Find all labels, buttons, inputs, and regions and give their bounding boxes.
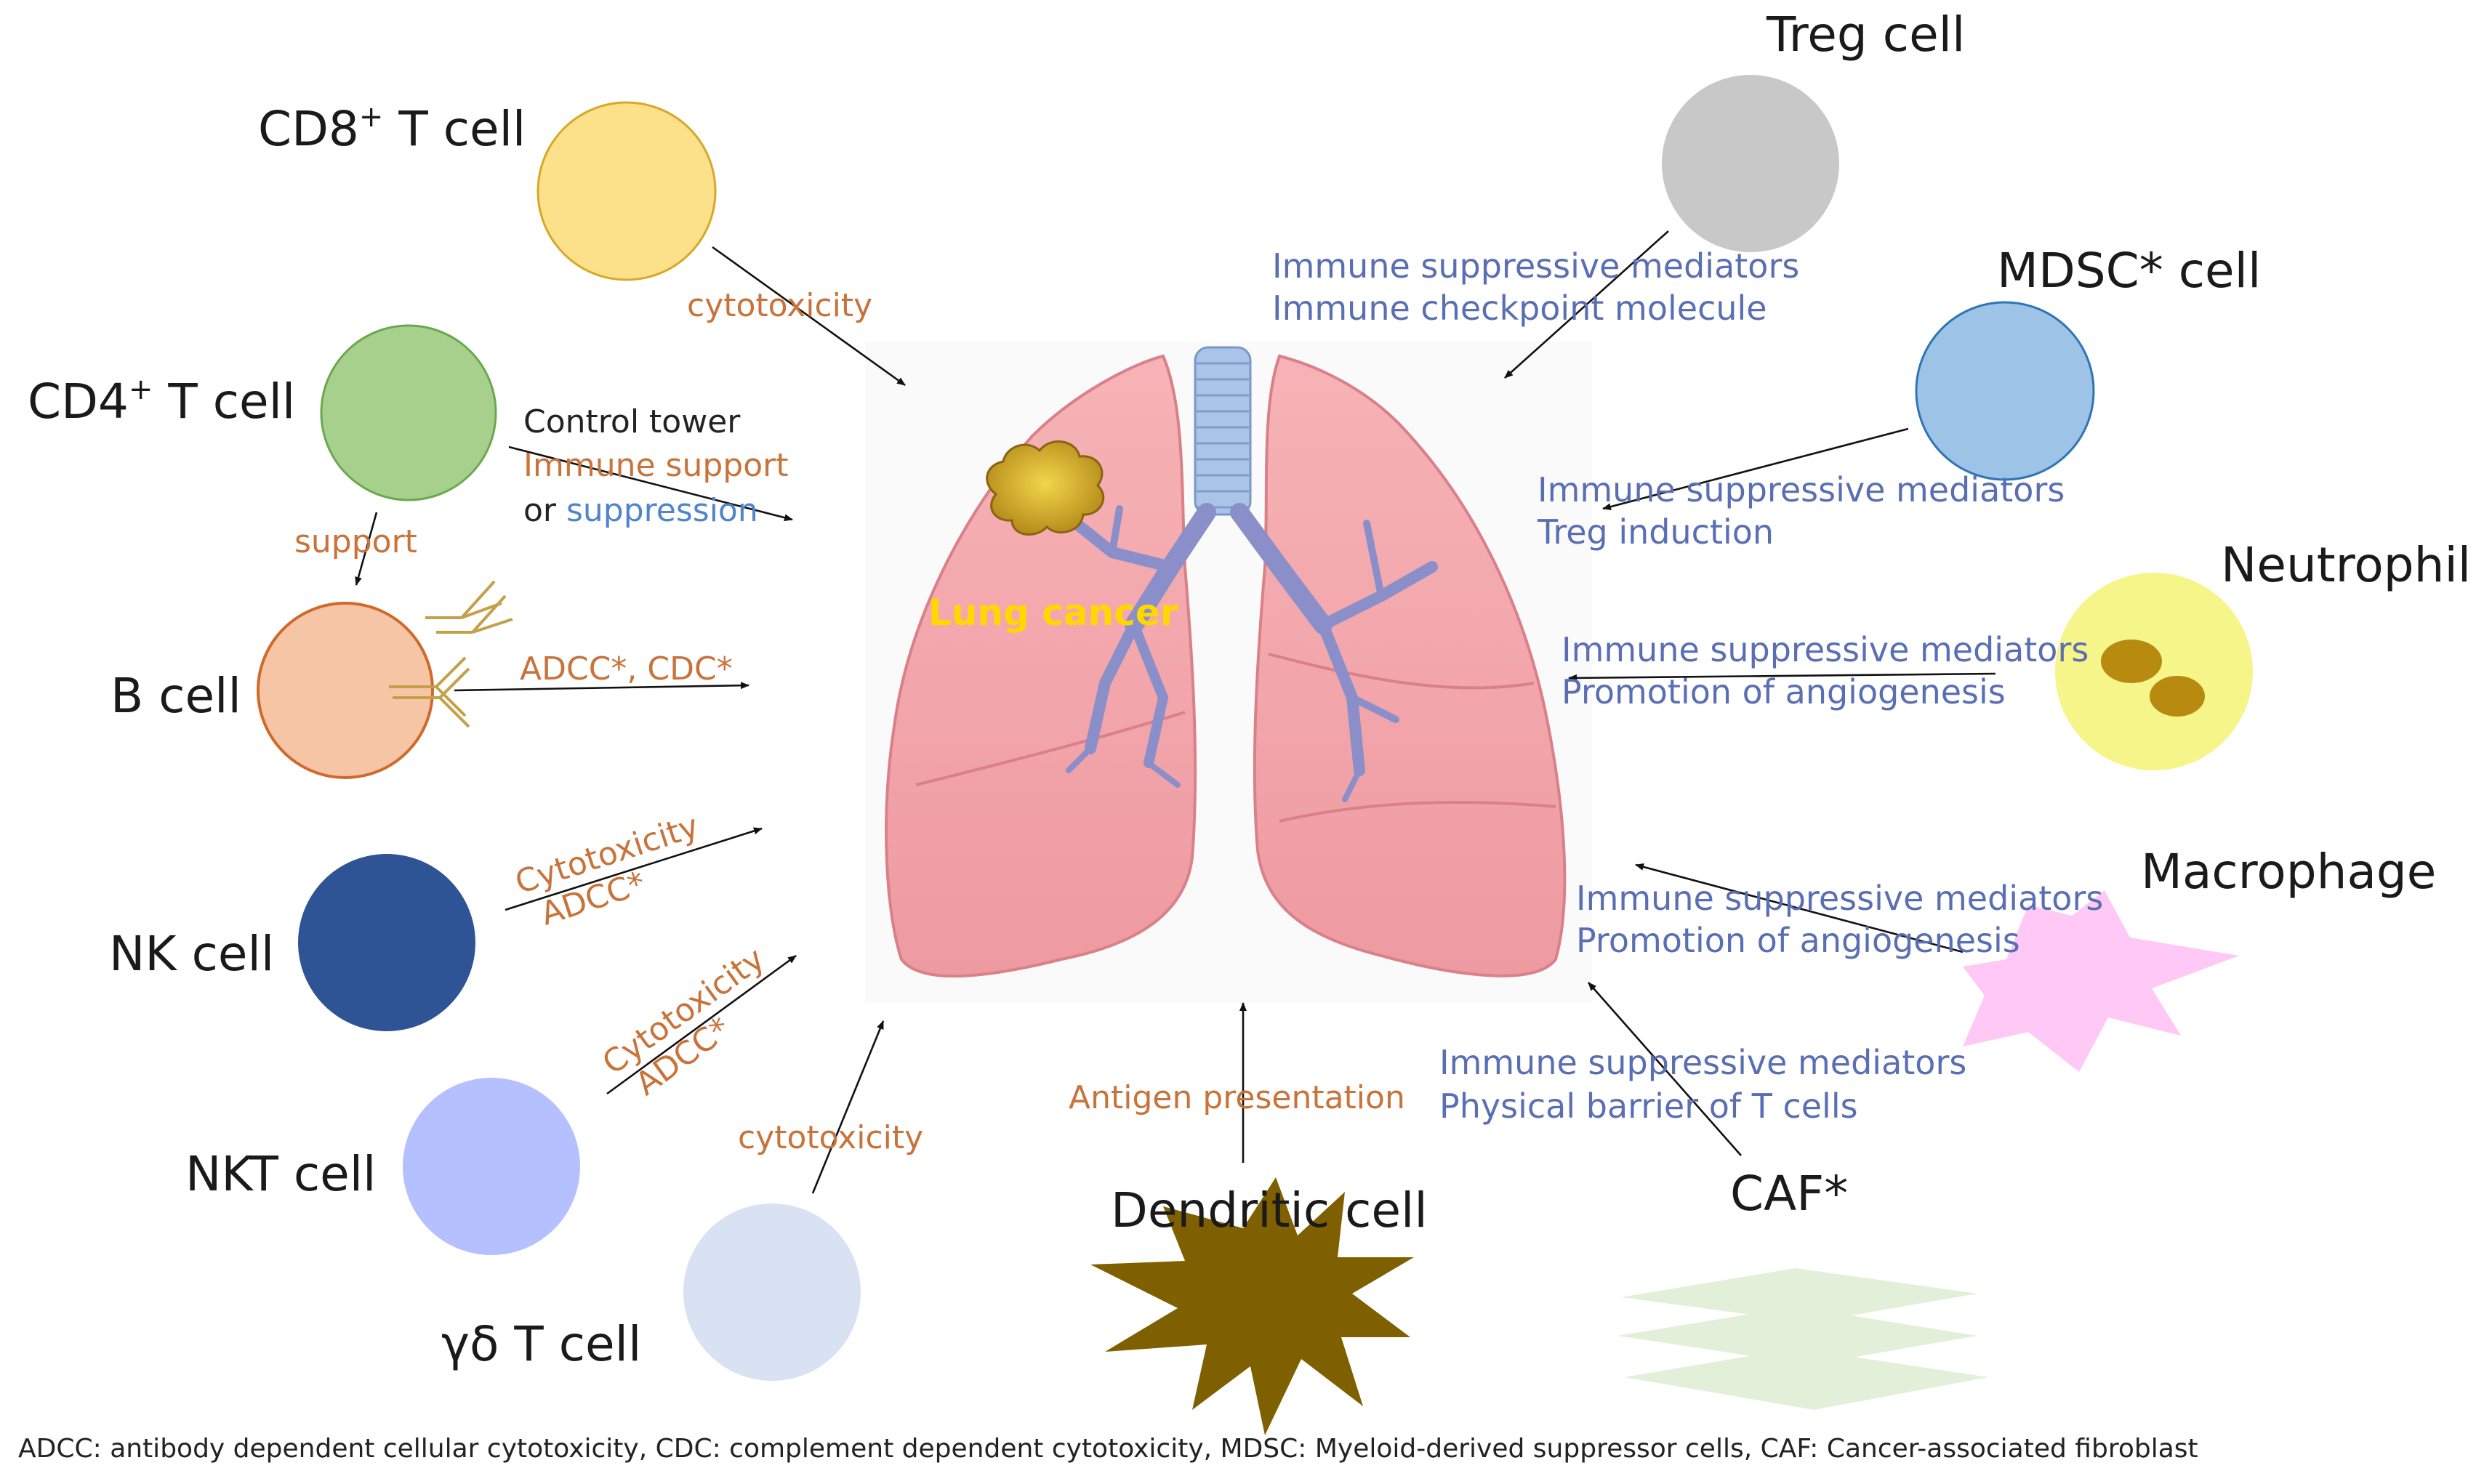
right-lung: [1253, 354, 1567, 977]
bcell-function-label: ADCC*, CDC*: [520, 650, 733, 687]
b-cell-label: B cell: [110, 668, 241, 724]
arrow-cd8-to-lung: [712, 246, 906, 387]
cd4-t-cell-label: CD4+ T cell: [28, 373, 295, 430]
trachea: [1194, 346, 1252, 516]
neutrophil-nucleus: [2101, 640, 2205, 717]
caf-function-line2: Physical barrier of T cells: [1439, 1086, 1858, 1126]
bronchial-tree: [1066, 503, 1438, 802]
cd4-function-line3: or suppression: [523, 492, 758, 529]
arrow-gd-to-lung: [811, 1020, 885, 1194]
nkt-cell: [403, 1078, 580, 1255]
nk-cell: [298, 854, 475, 1031]
lung-cancer-label: Lung cancer: [928, 592, 1178, 634]
cd4-function-line1: Control tower: [523, 403, 741, 440]
right-lung-fissure-upper: [1268, 653, 1535, 690]
b-cell: [257, 602, 434, 779]
mdsc-function-line1: Immune suppressive mediators: [1538, 470, 2065, 509]
caf-function-line1: Immune suppressive mediators: [1439, 1043, 1966, 1082]
cd8-t-cell: [536, 101, 717, 281]
macrophage-cell: [1963, 890, 2239, 1072]
caf-label: CAF*: [1730, 1166, 1848, 1222]
treg-label: Treg cell: [1766, 7, 1965, 62]
tumor-mass: [986, 440, 1105, 536]
arrow-macrophage-to-lung: [1635, 863, 1964, 953]
gamma-delta-t-cell-label: γδ T cell: [441, 1316, 641, 1372]
arrow-cd4-to-bcell: [355, 512, 378, 586]
dendritic-function-label: Antigen presentation: [1069, 1079, 1405, 1116]
mdsc-cell: [1915, 301, 2095, 481]
caf-cell: [1617, 1268, 1988, 1410]
treg-function-line1: Immune suppressive mediators: [1272, 246, 1799, 286]
dendritic-cell: [1090, 1177, 1414, 1435]
footnote: ADCC: antibody dependent cellular cytoto…: [18, 1434, 2198, 1464]
mdsc-label: MDSC* cell: [1997, 243, 2261, 299]
macrophage-label: Macrophage: [2141, 844, 2436, 900]
nk-cell-label: NK cell: [109, 926, 274, 982]
macrophage-function-line2: Promotion of angiogenesis: [1576, 921, 2020, 960]
cd4-function-line2: Immune support: [523, 447, 788, 484]
cd8-function-label: cytotoxicity: [687, 287, 872, 324]
arrow-nk-to-lung: [505, 827, 763, 911]
neutrophil-label: Neutrophil: [2221, 537, 2471, 593]
arrow-mdsc-to-lung: [1602, 427, 1909, 511]
neutrophil-function-line1: Immune suppressive mediators: [1561, 630, 2089, 669]
left-lung-fissure: [915, 711, 1186, 786]
neutrophil-function-line2: Promotion of angiogenesis: [1561, 672, 2006, 711]
nkt-cell-label: NKT cell: [185, 1146, 376, 1202]
gd-function-label: cytotoxicity: [738, 1119, 923, 1156]
arrow-caf-to-lung: [1588, 982, 1742, 1156]
cd4-t-cell: [320, 324, 497, 501]
macrophage-function-line1: Immune suppressive mediators: [1576, 879, 2103, 918]
gamma-delta-t-cell: [683, 1203, 861, 1381]
right-lung-fissure-lower: [1279, 801, 1556, 823]
nk-function-label: Cytotoxicity ADCC*: [511, 807, 704, 933]
arrow-nkt-to-lung: [606, 954, 797, 1095]
nkt-function-label: Cytotoxicity ADCC*: [595, 940, 771, 1103]
antibody-icon: [389, 580, 513, 728]
arrow-neutrophil-to-lung: [1568, 672, 1996, 682]
cd8-t-cell-label: CD8+ T cell: [258, 100, 526, 157]
arrows: [355, 230, 1996, 1194]
cd4-to-bcell-label: support: [294, 523, 417, 560]
lung-illustration: Lung cancer: [865, 342, 1592, 1003]
dendritic-cell-label: Dendritic cell: [1111, 1182, 1428, 1238]
arrow-treg-to-lung: [1504, 230, 1669, 379]
treg-cell: [1662, 75, 1839, 252]
arrow-cd4-to-lung: [508, 445, 793, 522]
treg-function-line2: Immune checkpoint molecule: [1272, 289, 1767, 328]
mdsc-function-line2: Treg induction: [1537, 512, 1774, 552]
arrow-bcell-to-lung: [454, 682, 749, 692]
